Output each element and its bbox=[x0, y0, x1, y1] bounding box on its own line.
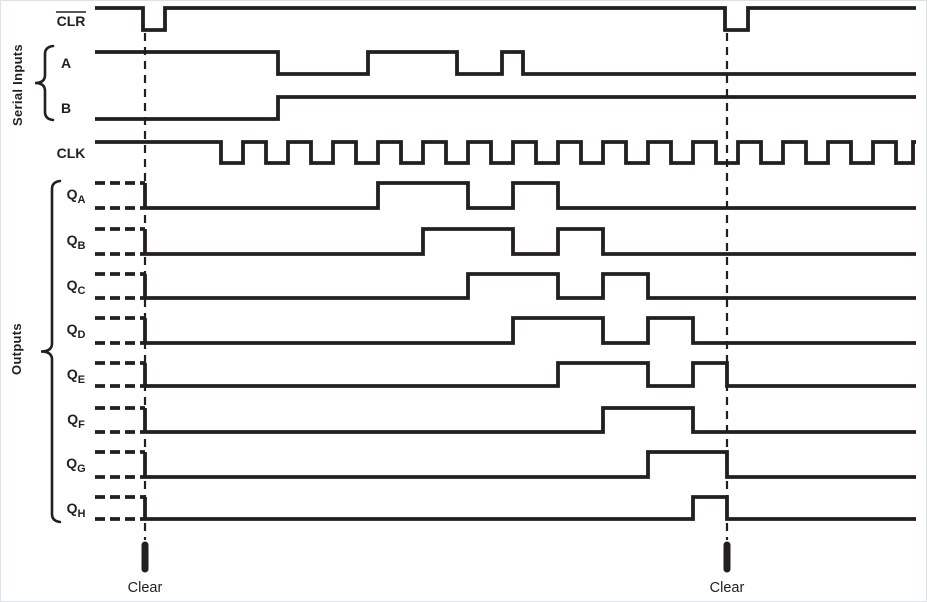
signal-label-CLR: CLR bbox=[57, 13, 86, 29]
signal-label-QD: QD bbox=[67, 321, 86, 341]
clear-label-right: Clear bbox=[710, 580, 745, 596]
wave-CLK bbox=[95, 140, 916, 165]
wave-QC bbox=[145, 272, 916, 300]
wave-QA bbox=[145, 181, 916, 210]
serial-inputs-brace bbox=[34, 44, 55, 122]
signal-label-QG: QG bbox=[66, 455, 85, 475]
signal-label-B: B bbox=[61, 100, 71, 116]
signal-label-QA: QA bbox=[67, 186, 86, 206]
waveform-layer: CLR A B CLK QA QB QC QD QE QF QG QH bbox=[34, 6, 916, 524]
signal-label-QH: QH bbox=[67, 500, 86, 520]
outputs-group-label: Outputs bbox=[9, 323, 24, 375]
wave-QE bbox=[145, 361, 916, 388]
wave-QF bbox=[145, 406, 916, 434]
signal-label-QF: QF bbox=[67, 411, 85, 431]
outputs-brace bbox=[40, 179, 62, 524]
signal-label-QB: QB bbox=[67, 232, 86, 252]
wave-QB bbox=[145, 227, 916, 256]
signal-label-CLK: CLK bbox=[57, 145, 86, 161]
signal-label-QC: QC bbox=[67, 277, 86, 297]
wave-QG bbox=[145, 450, 916, 479]
serial-inputs-group-label: Serial Inputs bbox=[10, 44, 25, 126]
wave-QH bbox=[145, 495, 916, 521]
clear-label-left: Clear bbox=[128, 580, 163, 596]
clear-marker-layer bbox=[141, 33, 731, 573]
wave-A bbox=[95, 50, 916, 76]
wave-QD bbox=[145, 316, 916, 345]
signal-label-QE: QE bbox=[67, 366, 85, 386]
signal-label-A: A bbox=[61, 55, 71, 71]
wave-CLR bbox=[95, 6, 916, 32]
wave-B bbox=[95, 95, 916, 121]
